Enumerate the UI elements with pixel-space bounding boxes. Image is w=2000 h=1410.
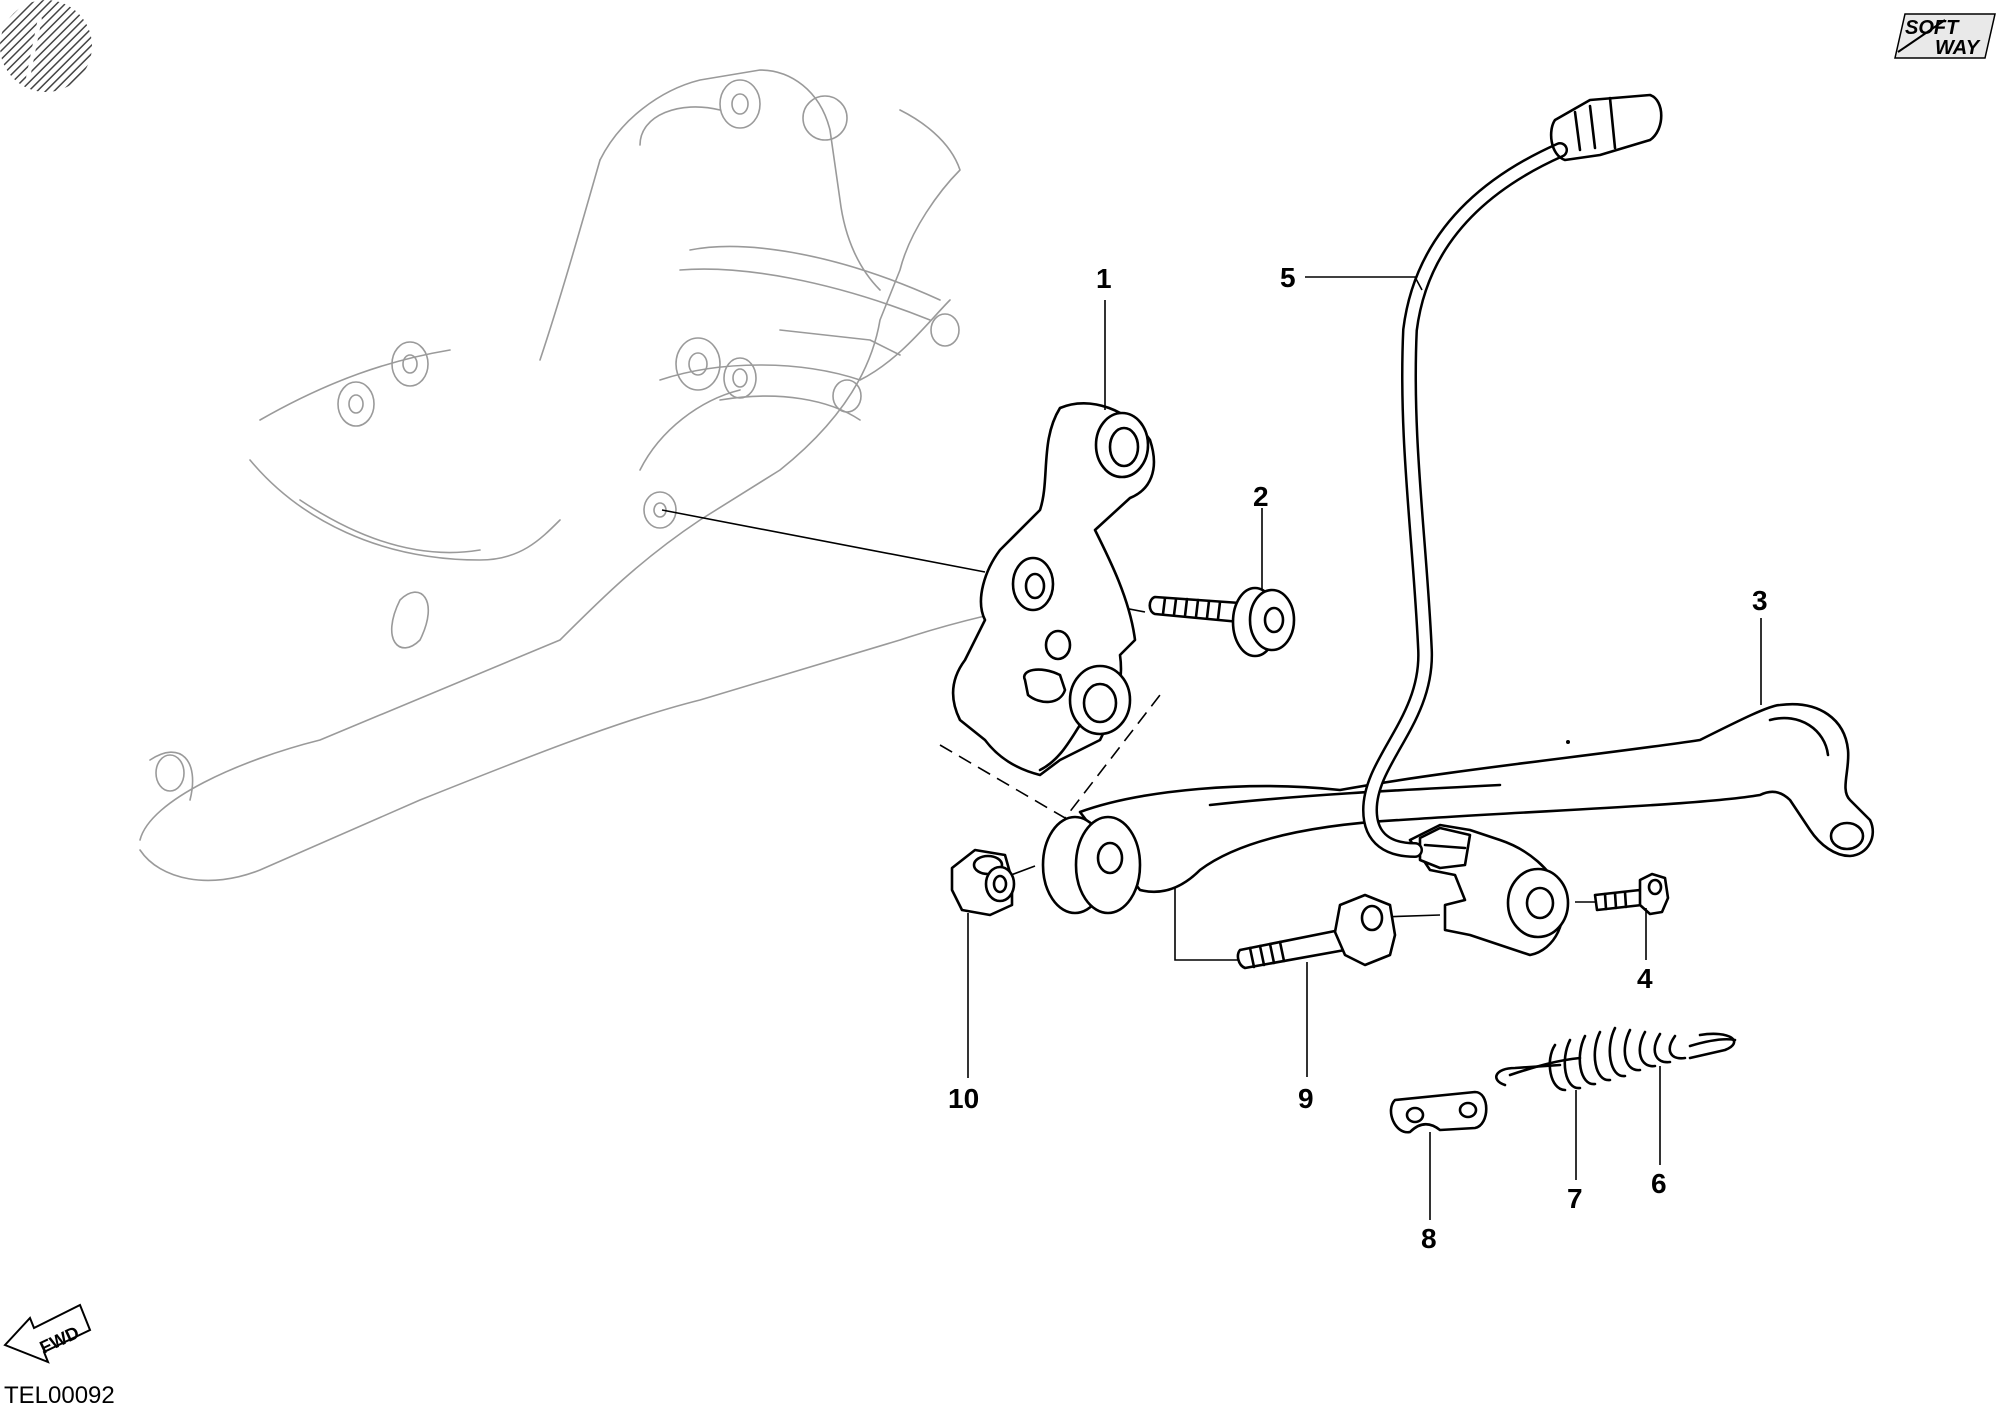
callout-2: 2 [1253,481,1269,512]
callout-5: 5 [1280,262,1296,293]
callout-1: 1 [1096,263,1112,294]
bolt-socket-head [1148,586,1296,658]
logo-line-2: WAY [1935,37,1981,59]
document-id: TEL00092 [4,1382,115,1409]
forward-arrow-icon: FWD [3,1303,92,1364]
callout-9: 9 [1298,1083,1314,1114]
registration-disc-icon [0,0,92,92]
pivot-bolt [1236,893,1397,970]
callout-6: 6 [1651,1168,1667,1199]
switch-screw [1593,872,1670,916]
callout-10: 10 [948,1083,979,1114]
side-stand-bracket [951,402,1156,777]
logo-line-1: SOFT [1905,17,1960,39]
softway-logo: SOFT WAY [1894,13,1996,59]
callout-4: 4 [1637,963,1653,994]
wiring-harness [1361,93,1663,858]
callout-8: 8 [1421,1223,1437,1254]
side-stand-switch [1408,823,1570,957]
nut [950,848,1016,917]
spring-plate [1389,1090,1488,1134]
engine-case-outline [139,69,1061,882]
callout-7: 7 [1567,1183,1583,1214]
callout-3: 3 [1752,585,1768,616]
pivot-bushing [1041,815,1142,915]
return-springs [1495,1026,1737,1092]
callout-numbers: 1 2 3 4 5 6 7 8 9 10 [948,262,1768,1254]
leader-lines [967,276,1762,1220]
